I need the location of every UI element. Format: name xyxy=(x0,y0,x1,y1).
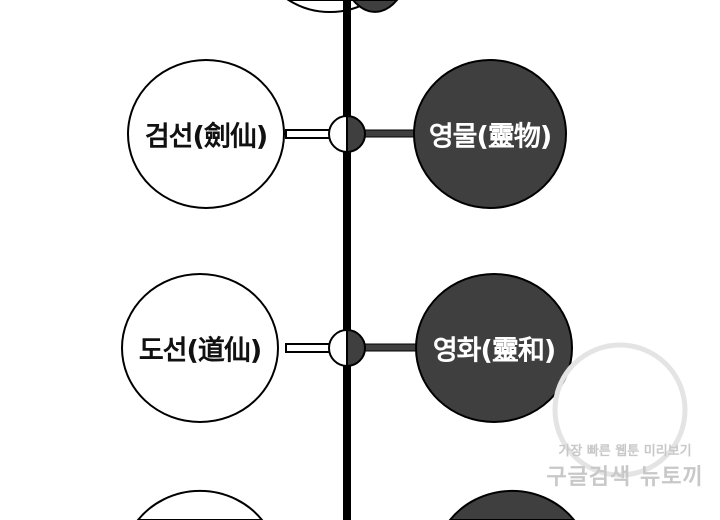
bottom-dark-node xyxy=(448,489,576,520)
row-2 xyxy=(121,273,573,423)
junction-light-half xyxy=(328,114,348,154)
left-connector xyxy=(285,129,335,139)
bottom-light-node xyxy=(136,489,264,520)
left-connector xyxy=(285,343,335,353)
right-node xyxy=(415,273,573,423)
junction-light-half xyxy=(328,328,348,368)
left-node xyxy=(127,59,285,209)
watermark-emblem xyxy=(552,342,688,478)
row-1 xyxy=(127,59,567,209)
right-connector xyxy=(359,129,421,138)
node-label-yeonghwa: 영화(靈和) xyxy=(432,335,556,367)
right-connector xyxy=(359,343,421,352)
watermark-line-2: 구글검색 뉴토끼 xyxy=(546,465,704,490)
right-node xyxy=(413,59,567,209)
watermark-line-1: 가장 빠른 웹툰 미리보기 xyxy=(558,444,692,459)
watermark: 가장 빠른 웹툰 미리보기 구글검색 뉴토끼 xyxy=(540,440,710,491)
top-dark-node xyxy=(351,0,399,13)
node-label-geomseon: 검선(劍仙) xyxy=(144,121,268,153)
node-label-yeongmul: 영물(靈物) xyxy=(428,121,552,153)
junction-dark-half xyxy=(346,114,366,154)
node-label-doseon: 도선(道仙) xyxy=(138,335,262,367)
central-spine xyxy=(343,0,351,520)
left-node xyxy=(121,273,279,423)
junction-dark-half xyxy=(346,328,366,368)
